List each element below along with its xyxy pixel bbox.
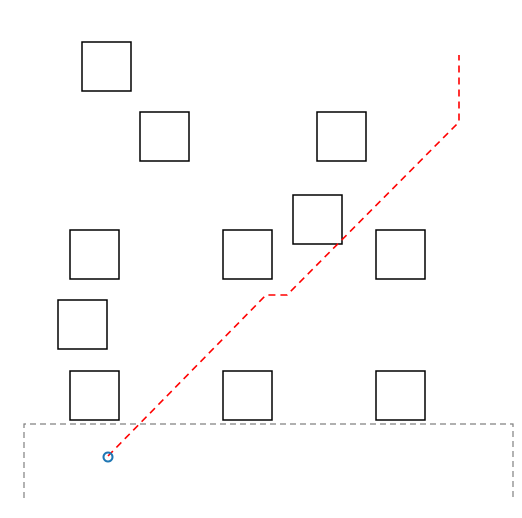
planned-path (107, 55, 460, 457)
obstacle-group (57, 41, 426, 421)
obstacle-square (222, 229, 273, 280)
obstacle-square (81, 41, 132, 92)
obstacle-square (292, 194, 343, 245)
route-group (107, 55, 460, 457)
obstacle-square (316, 111, 367, 162)
marker-group (102, 451, 114, 463)
obstacle-square (69, 370, 120, 421)
obstacle-square (375, 370, 426, 421)
obstacle-square (139, 111, 190, 162)
region-group (23, 423, 514, 498)
region-boundary (23, 423, 514, 498)
obstacle-square (69, 229, 120, 280)
obstacle-square (57, 299, 108, 350)
start-marker (102, 451, 114, 463)
obstacle-square (222, 370, 273, 421)
obstacle-square (375, 229, 426, 280)
